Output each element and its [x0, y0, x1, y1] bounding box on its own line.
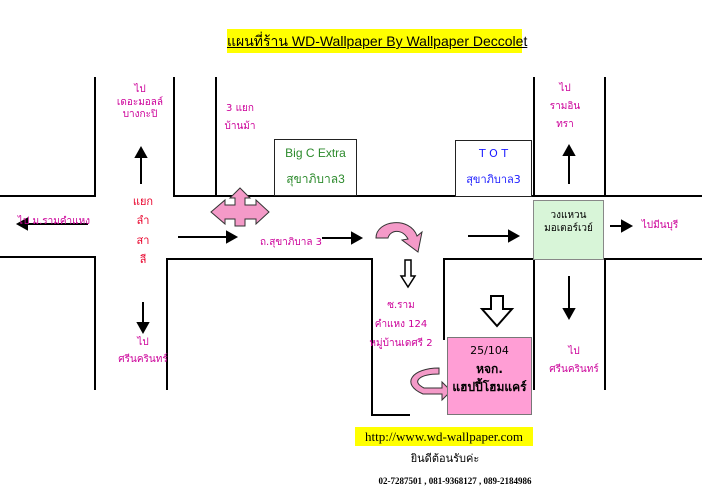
- label-line: ไป: [134, 84, 146, 95]
- road-edge: [604, 258, 702, 390]
- road-name-label: ถ.สุขาภิบาล 3: [259, 237, 322, 248]
- shop-arrow: [479, 295, 515, 328]
- map-title: แผนที่ร้าน WD-Wallpaper By Wallpaper Dec…: [227, 29, 527, 53]
- label-line: ไป: [559, 83, 571, 94]
- label-line: ซ.ราม: [387, 300, 415, 311]
- curved-arrow: [410, 367, 452, 402]
- label-line: บ้านม้า: [224, 121, 256, 132]
- road-edge: [166, 258, 410, 416]
- label-line: ลำ: [136, 214, 150, 228]
- label-line: แยก: [132, 195, 154, 208]
- road-edge: [215, 77, 264, 197]
- label-line: ไป: [137, 337, 149, 348]
- label-line: หมู่บ้านเดศรี 2: [369, 338, 433, 349]
- to-ramintra-label: ไป รามอิน ทรา: [545, 80, 585, 134]
- road-edge: [0, 256, 96, 390]
- tot-landmark: T O T สุขาภิบาล3: [455, 140, 532, 197]
- three-way-label: 3 แยก บ้านม้า: [217, 100, 263, 136]
- label-line: ทรา: [556, 119, 574, 130]
- road-edge: [0, 77, 96, 197]
- shop-location: 25/104 หจก. แฮปปี้โฮมแคร์: [447, 337, 532, 415]
- intersection-label: แยก ลำ สา ลี: [125, 192, 161, 269]
- four-way-arrow: [210, 187, 270, 227]
- bigc-sub: สุขาภิบาล3: [286, 172, 345, 186]
- to-ram-university-label: ไป ม.รามคำแหง: [17, 216, 91, 227]
- road-edge: [173, 77, 220, 197]
- label-line: บางกะปิ: [122, 109, 158, 120]
- label-line: เดอะมอลล์: [116, 96, 164, 108]
- label-line: ลี: [139, 252, 147, 266]
- soi-arrow: [399, 259, 417, 289]
- website-link[interactable]: http://www.wd-wallpaper.com: [355, 427, 533, 446]
- shop-name-line: หจก.: [476, 361, 503, 376]
- u-turn-arrow: [375, 222, 423, 253]
- label-line: ศรีนครินทร์: [549, 364, 599, 375]
- label-line: คำแหง 124: [374, 319, 428, 330]
- shop-number: 25/104: [470, 344, 509, 357]
- road-edge: [443, 258, 535, 390]
- to-the-mall-label: ไป เดอะมอลล์ บางกะปิ: [110, 84, 170, 122]
- to-srinakarin-right-label: ไป ศรีนครินทร์: [544, 343, 604, 379]
- label-line: 3 แยก: [226, 103, 254, 114]
- bigc-landmark: Big C Extra สุขาภิบาล3: [274, 139, 357, 196]
- label-line: ไป: [568, 346, 580, 357]
- roundabout-line: มอเตอร์เวย์: [544, 223, 593, 234]
- soi-label: ซ.ราม คำแหง 124 หมู่บ้านเดศรี 2: [358, 296, 444, 353]
- tot-sub: สุขาภิบาล3: [466, 173, 521, 186]
- label-line: สา: [136, 233, 150, 247]
- tot-name: T O T: [478, 147, 509, 160]
- roundabout-line: วงแหวน: [550, 210, 587, 221]
- shop-name-line: แฮปปี้โฮมแคร์: [452, 379, 527, 394]
- to-minburi-label: ไปมีนบุรี: [641, 220, 679, 231]
- label-line: ศรีนครินทร์: [118, 354, 168, 365]
- to-srinakarin-left-label: ไป ศรีนครินทร์: [108, 334, 178, 368]
- bigc-name: Big C Extra: [285, 146, 346, 160]
- motorway-roundabout: วงแหวน มอเตอร์เวย์: [533, 200, 604, 260]
- welcome-text: ยินดีต้อนรับค่ะ: [410, 452, 480, 465]
- label-line: รามอิน: [549, 101, 581, 112]
- phone-numbers: 02-7287501 , 081-9368127 , 089-2184986: [378, 476, 532, 486]
